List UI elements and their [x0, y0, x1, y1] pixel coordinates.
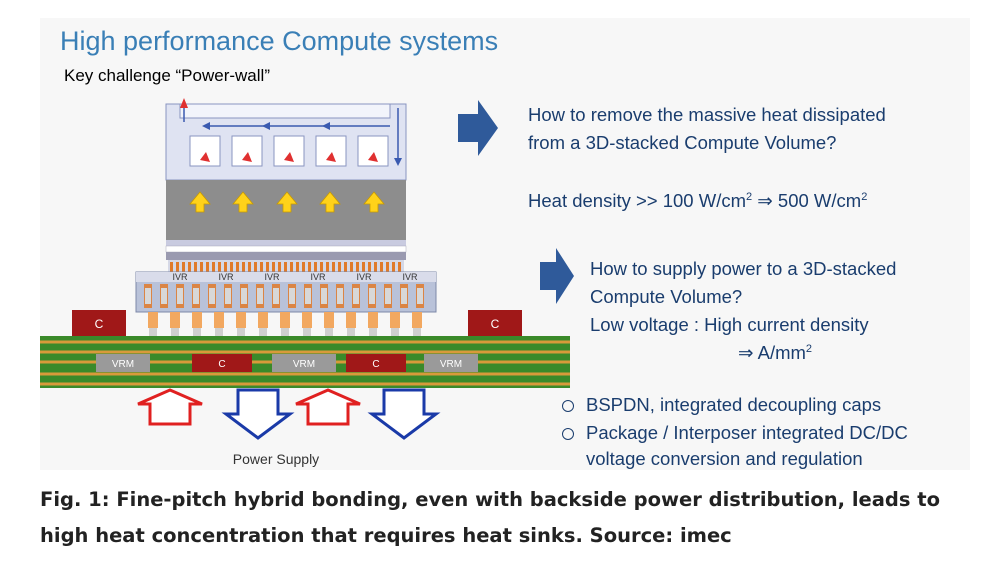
ivr-labels: IVR IVR IVR IVR IVR IVR: [172, 272, 418, 282]
heat-flow-arrows: [189, 191, 385, 213]
arrow-right-heat: [458, 100, 498, 156]
figure-caption: Fig. 1: Fine-pitch hybrid bonding, even …: [40, 488, 940, 547]
svg-text:VRM: VRM: [440, 359, 462, 370]
svg-text:VRM: VRM: [293, 359, 315, 370]
svg-text:C: C: [372, 359, 379, 370]
svg-text:IVR: IVR: [172, 272, 188, 282]
slide-subtitle: Key challenge “Power-wall”: [64, 66, 270, 85]
heat-question-line1: How to remove the massive heat dissipate…: [528, 104, 886, 125]
slide-title: High performance Compute systems: [60, 26, 499, 56]
svg-text:IVR: IVR: [310, 272, 326, 282]
pcb-board: VRM C VRM C VRM: [40, 336, 570, 388]
heat-question-line2: from a 3D-stacked Compute Volume?: [528, 132, 837, 153]
vrm-3: VRM: [424, 354, 478, 372]
svg-text:IVR: IVR: [402, 272, 418, 282]
power-question-line4: ⇒ A/mm2: [738, 342, 813, 363]
capacitor-left: C: [72, 310, 126, 336]
svg-text:IVR: IVR: [264, 272, 280, 282]
embedded-cap-2: C: [346, 354, 406, 372]
svg-text:VRM: VRM: [112, 359, 134, 370]
bullet-2-continued: voltage conversion and regulation: [586, 448, 863, 469]
package-bumps: [148, 312, 422, 336]
power-question-line3: Low voltage : High current density: [590, 314, 869, 335]
arrow-right-power: [540, 248, 574, 304]
heat-sink: [165, 98, 407, 181]
power-supply-label: Power Supply: [233, 451, 319, 467]
power-question-line1: How to supply power to a 3D-stacked: [590, 258, 897, 279]
supply-up-arrow-2: [295, 388, 361, 426]
svg-text:C: C: [218, 359, 225, 370]
capacitor-left-label: C: [95, 317, 104, 331]
svg-text:IVR: IVR: [218, 272, 234, 282]
vrm-2: VRM: [272, 354, 336, 372]
vrm-1: VRM: [96, 354, 150, 372]
supply-up-arrow-1: [137, 388, 203, 426]
capacitor-right: C: [468, 310, 522, 336]
capacitor-right-label: C: [491, 317, 500, 331]
power-question-line2: Compute Volume?: [590, 286, 743, 307]
slide: High performance Compute systems Key cha…: [40, 18, 970, 470]
power-supply-arrows: [137, 388, 441, 440]
bullet-2: Package / Interposer integrated DC/DC: [562, 422, 908, 444]
supply-down-arrow-2: [367, 388, 441, 440]
embedded-cap-1: C: [192, 354, 252, 372]
supply-down-arrow-1: [221, 388, 295, 440]
bullet-1: BSPDN, integrated decoupling caps: [562, 394, 881, 416]
heat-density: Heat density >> 100 W/cm2 ⇒ 500 W/cm2: [528, 190, 868, 211]
svg-text:IVR: IVR: [356, 272, 372, 282]
